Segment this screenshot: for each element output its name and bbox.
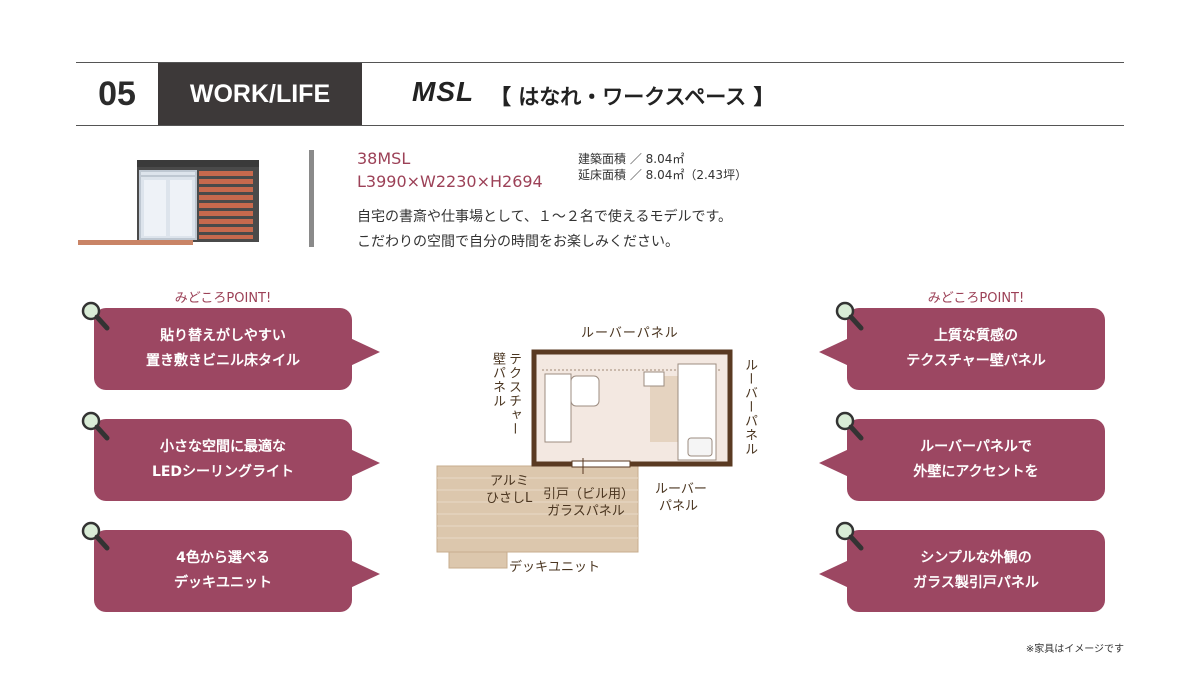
magnifier-icon — [835, 301, 864, 331]
points-label-right: みどころPOINT! — [927, 291, 1025, 306]
point-callout-floor-tile: 貼り替えがしやすい 置き敷きビニル床タイル — [94, 308, 380, 390]
callout-line-2: 外壁にアクセントを — [913, 464, 1039, 480]
point-callout-glass-door: シンプルな外観の ガラス製引戸パネル — [819, 530, 1105, 612]
model-name: MSL — [412, 76, 475, 107]
section-category: WORK/LIFE — [158, 63, 362, 125]
description-line-2: こだわりの空間で自分の時間をお楽しみください。 — [357, 234, 679, 250]
point-callout-led-light: 小さな空間に最適な LEDシーリングライト — [94, 419, 380, 501]
callout-line-1: 4色から選べる — [176, 550, 270, 566]
callout-line-2: テクスチャー壁パネル — [906, 353, 1046, 369]
magnifier-icon — [835, 521, 864, 551]
description-line-1: 自宅の書斎や仕事場として、１～２名で使えるモデルです。 — [357, 209, 733, 225]
spec-code: 38MSL — [357, 149, 411, 168]
chair — [570, 375, 600, 407]
floor-area: 延床面積 ／ 8.04㎡（2.43坪） — [578, 168, 748, 182]
label-aluminum-eave-2: ひさしL — [486, 491, 533, 506]
model-subtitle: 【 はなれ・ワークスペース 】 — [490, 85, 775, 109]
product-elevation-image — [78, 160, 259, 245]
callout-line-2: LEDシーリングライト — [151, 464, 295, 480]
magnifier-icon — [81, 521, 110, 551]
label-aluminum-eave-1: アルミ — [490, 474, 529, 489]
magnifier-icon — [835, 411, 864, 441]
desk — [544, 373, 572, 443]
building-area: 建築面積 ／ 8.04㎡ — [578, 152, 685, 166]
callout-line-2: 置き敷きビニル床タイル — [146, 353, 300, 369]
callout-line-2: デッキユニット — [174, 575, 272, 591]
point-callout-louver: ルーバーパネルで 外壁にアクセントを — [819, 419, 1105, 501]
floor-plan-diagram — [436, 349, 733, 569]
section-number: 05 — [98, 75, 136, 113]
callout-line-2: ガラス製引戸パネル — [913, 575, 1039, 591]
point-callout-deck-unit: 4色から選べる デッキユニット — [94, 530, 380, 612]
callout-line-1: シンプルな外観の — [920, 550, 1032, 566]
label-deck-unit: デッキユニット — [509, 560, 601, 575]
label-louver-bottom-2: パネル — [659, 499, 699, 514]
header-bottom-line — [76, 125, 1124, 126]
callout-line-1: ルーバーパネルで — [920, 439, 1032, 455]
callout-line-1: 貼り替えがしやすい — [160, 328, 286, 344]
label-louver-bottom-1: ルーバー — [655, 482, 707, 497]
sliding-door — [571, 460, 631, 468]
callout-line-1: 小さな空間に最適な — [160, 439, 286, 455]
spec-divider — [309, 150, 314, 247]
furniture-note: ※家具はイメージです — [1025, 644, 1124, 655]
label-sliding-door-1: 引戸（ビル用） — [543, 487, 635, 502]
label-louver-top: ルーバーパネル — [581, 326, 679, 341]
header-top-line — [76, 62, 1124, 63]
points-label-left: みどころPOINT! — [174, 291, 272, 306]
label-texture-wall-col1: テクスチャー — [506, 352, 521, 436]
callout-line-1: 上質な質感の — [934, 328, 1018, 344]
point-callout-texture-wall: 上質な質感の テクスチャー壁パネル — [819, 308, 1105, 390]
magnifier-icon — [81, 411, 110, 441]
spec-dimensions: L3990×W2230×H2694 — [357, 172, 543, 191]
label-texture-wall-col2: 壁パネル — [490, 352, 505, 408]
deck-step — [448, 551, 508, 569]
label-louver-right: ルーバーパネル — [742, 358, 757, 456]
label-sliding-door-2: ガラスパネル — [547, 504, 625, 519]
magnifier-icon — [81, 301, 110, 331]
side-table — [643, 371, 665, 387]
